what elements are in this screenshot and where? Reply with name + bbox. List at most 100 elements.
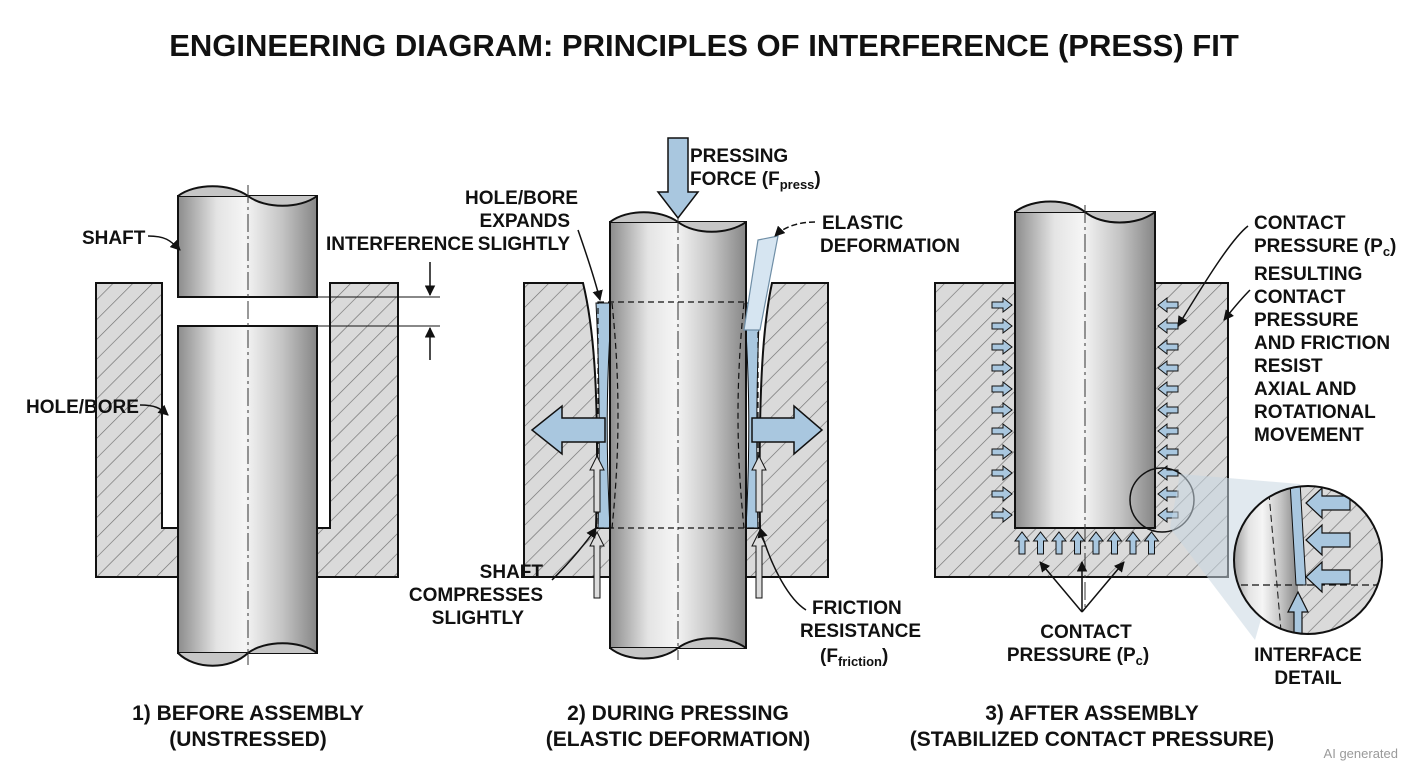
label-pressing-force-close: ) (814, 169, 820, 190)
contact-pressure-arrow (1032, 531, 1049, 555)
leader-line (1039, 561, 1083, 613)
contact-pressure-arrow (1143, 531, 1160, 555)
contact-pressure-arrow (1157, 443, 1179, 461)
contact-pressure-arrow (991, 317, 1013, 335)
label-shaft-compresses-line1: SHAFT (480, 562, 544, 583)
label-result-line5: RESIST (1254, 356, 1323, 377)
contact-pressure-arrow (1157, 359, 1179, 377)
contact-pressure-arrow (1157, 317, 1179, 335)
diagram-title: ENGINEERING DIAGRAM: PRINCIPLES OF INTER… (169, 28, 1239, 63)
contact-pressure-arrow (1157, 296, 1179, 314)
label-elastic-line2: DEFORMATION (820, 236, 960, 257)
contact-pressure-arrow (991, 506, 1013, 524)
label-interference: INTERFERENCE (326, 234, 474, 255)
contact-pressure-arrow (1013, 531, 1031, 555)
contact-pressure-arrow (1157, 338, 1179, 356)
label-result-line8: MOVEMENT (1254, 425, 1364, 446)
panel-before-assembly: SHAFT INTERFERENCE HOLE/BORE 1) BEFORE A… (26, 185, 474, 751)
label-friction-line3: (Ffriction) (820, 646, 888, 669)
label-pressing-force-line2: FORCE (Fpress) (690, 169, 821, 192)
label-bottom-contact-subscript: c (1136, 653, 1143, 668)
contact-pressure-arrow (991, 359, 1013, 377)
label-elastic-line1: ELASTIC (822, 213, 904, 234)
leader-line (774, 221, 816, 237)
label-bottom-contact-line2: PRESSURE (Pc) (1007, 645, 1149, 668)
press-force-arrow (656, 137, 700, 220)
friction-arrow (751, 530, 767, 599)
contact-pressure-arrow (1157, 422, 1179, 440)
label-hole-expands-line1: HOLE/BORE (465, 188, 578, 209)
leader-line (1081, 561, 1125, 613)
leader-line (551, 527, 597, 581)
label-result-line7: ROTATIONAL (1254, 402, 1376, 423)
contact-pressure-arrows-bottom (1013, 531, 1160, 555)
label-friction-close: ) (882, 646, 888, 667)
leader-line (139, 404, 169, 416)
label-contact-pressure-text: PRESSURE (P (1254, 236, 1383, 257)
contact-pressure-arrow (1157, 380, 1179, 398)
caption-line-2: (ELASTIC DEFORMATION) (546, 728, 810, 751)
label-result-line4: AND FRICTION (1254, 333, 1390, 354)
label-interface-line2: DETAIL (1274, 668, 1342, 689)
contact-pressure-arrow (991, 422, 1013, 440)
label-contact-pressure-close: ) (1390, 236, 1396, 257)
label-contact-pressure-line1: CONTACT (1254, 213, 1346, 234)
label-result-line1: RESULTING (1254, 264, 1362, 285)
label-pressing-force-text: FORCE (F (690, 169, 780, 190)
label-hole-expands-line2: EXPANDS (480, 211, 570, 232)
panel-after-assembly: CONTACT PRESSURE (Pc) RESULTING CONTACT … (910, 200, 1396, 751)
expansion-arrow-left (530, 404, 606, 456)
expansion-arrow-right (751, 404, 824, 456)
label-interface-line1: INTERFACE (1254, 645, 1362, 666)
contact-pressure-arrow (991, 338, 1013, 356)
label-result-line3: PRESSURE (1254, 310, 1359, 331)
leader-line (147, 235, 181, 251)
contact-pressure-arrow (991, 401, 1013, 419)
label-result-line6: AXIAL AND (1254, 379, 1356, 400)
contact-pressure-arrow (1106, 531, 1123, 555)
label-friction-subscript: friction (838, 654, 882, 669)
label-hole-expands-line3: SLIGHTLY (478, 234, 571, 255)
friction-arrow (751, 454, 767, 513)
bore-outline-dashed (597, 301, 759, 529)
label-shaft: SHAFT (82, 228, 146, 249)
label-friction-line1: FRICTION (812, 598, 902, 619)
elastic-deformation-strip (743, 235, 779, 331)
ai-generated-watermark: AI generated (1324, 746, 1398, 761)
contact-pressure-arrows-left (991, 296, 1013, 524)
label-bottom-contact-line1: CONTACT (1040, 622, 1132, 643)
caption-line-1: 2) DURING PRESSING (567, 702, 789, 725)
shaft-bottom-break (609, 637, 747, 660)
contact-pressure-arrow (991, 464, 1013, 482)
label-bottom-contact-close: ) (1143, 645, 1149, 666)
caption-line-2: (UNSTRESSED) (169, 728, 327, 751)
label-bottom-contact-text: PRESSURE (P (1007, 645, 1136, 666)
contact-pressure-arrow (991, 380, 1013, 398)
caption-line-2: (STABILIZED CONTACT PRESSURE) (910, 728, 1274, 751)
label-result-line2: CONTACT (1254, 287, 1346, 308)
label-friction-line2: RESISTANCE (800, 621, 921, 642)
contact-pressure-arrow (991, 485, 1013, 503)
contact-pressure-arrow (991, 443, 1013, 461)
friction-arrow (589, 530, 605, 599)
interface-detail-view (1233, 485, 1383, 635)
label-friction-text: (F (820, 646, 838, 667)
leader-line (757, 526, 807, 611)
caption-line-1: 1) BEFORE ASSEMBLY (132, 702, 364, 725)
caption-line-1: 3) AFTER ASSEMBLY (985, 702, 1199, 725)
contact-pressure-arrow (1157, 464, 1179, 482)
label-pressing-force-subscript: press (780, 177, 815, 192)
contact-pressure-arrow (991, 296, 1013, 314)
label-shaft-compresses-line3: SLIGHTLY (432, 608, 525, 629)
label-contact-pressure-line2: PRESSURE (Pc) (1254, 236, 1396, 259)
label-contact-pressure-subscript: c (1383, 244, 1390, 259)
friction-arrow (589, 454, 605, 513)
label-shaft-compresses-line2: COMPRESSES (409, 585, 543, 606)
leader-line (1223, 289, 1251, 321)
contact-pressure-arrow (1124, 531, 1142, 555)
contact-pressure-arrows-right (1157, 296, 1179, 524)
contact-pressure-arrow (1087, 531, 1105, 555)
contact-pressure-arrow (1069, 531, 1086, 555)
label-pressing-force-line1: PRESSING (690, 146, 788, 167)
contact-pressure-arrow (1050, 531, 1068, 555)
